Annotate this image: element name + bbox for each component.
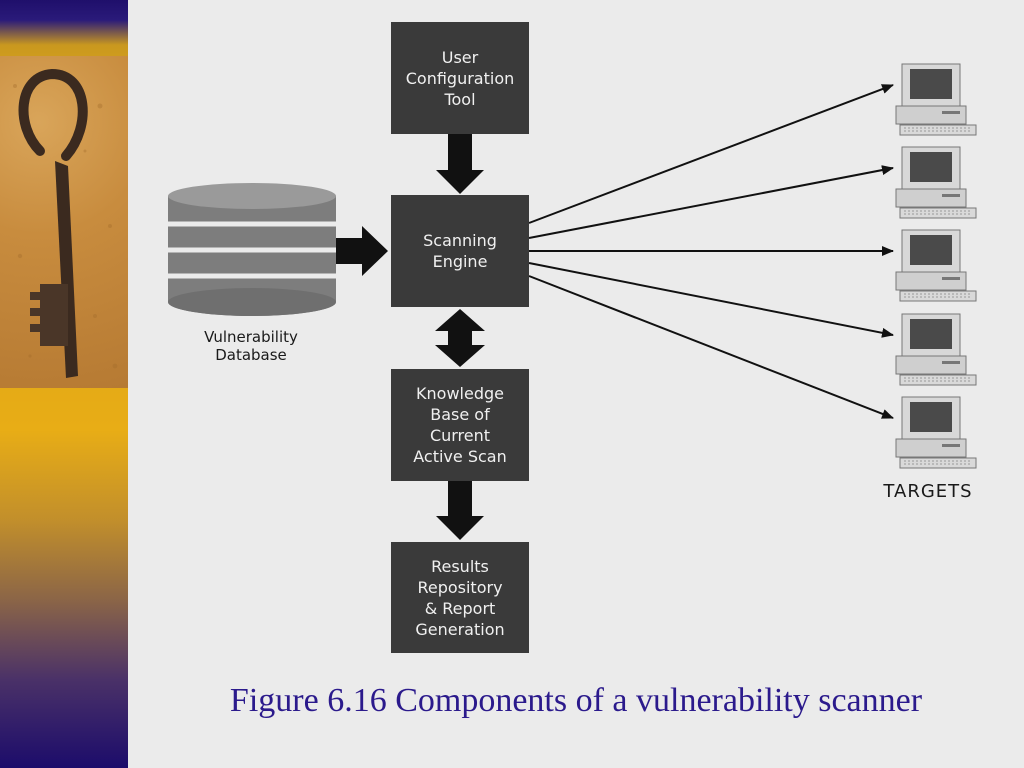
key-photo bbox=[0, 56, 128, 388]
knowledge-base-box: Knowledge Base of Current Active Scan bbox=[391, 369, 529, 481]
targets-label: TARGETS bbox=[883, 481, 973, 502]
computer-icon bbox=[895, 63, 977, 136]
figure-caption: Figure 6.16 Components of a vulnerabilit… bbox=[229, 682, 923, 719]
db-to-engine-arrow bbox=[336, 226, 388, 276]
computer-icon bbox=[895, 229, 977, 302]
database-cylinder-icon bbox=[168, 183, 336, 316]
user-configuration-tool-box: User Configuration Tool bbox=[391, 22, 529, 134]
computer-icon bbox=[895, 313, 977, 386]
config-to-engine-arrow bbox=[436, 134, 484, 194]
scanning-engine-box: Scanning Engine bbox=[391, 195, 529, 307]
kb-to-results-arrow bbox=[436, 481, 484, 540]
computer-icon bbox=[895, 146, 977, 219]
computer-icon bbox=[895, 396, 977, 469]
results-repository-box: Results Repository & Report Generation bbox=[391, 542, 529, 653]
target-computers bbox=[895, 63, 977, 469]
engine-kb-double-arrow bbox=[435, 309, 485, 367]
left-decorative-strip bbox=[0, 0, 128, 768]
vulnerability-database-label: Vulnerability Database bbox=[204, 328, 298, 364]
engine-to-targets-arrows bbox=[528, 84, 894, 419]
